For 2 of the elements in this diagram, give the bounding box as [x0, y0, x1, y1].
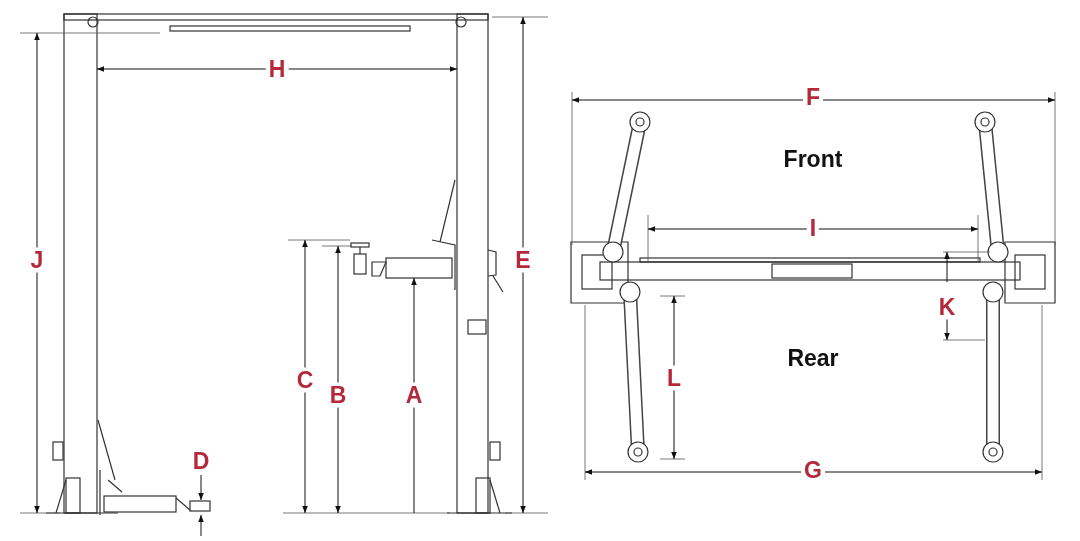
- view-label: Front: [782, 146, 844, 172]
- view-label: Rear: [786, 345, 840, 371]
